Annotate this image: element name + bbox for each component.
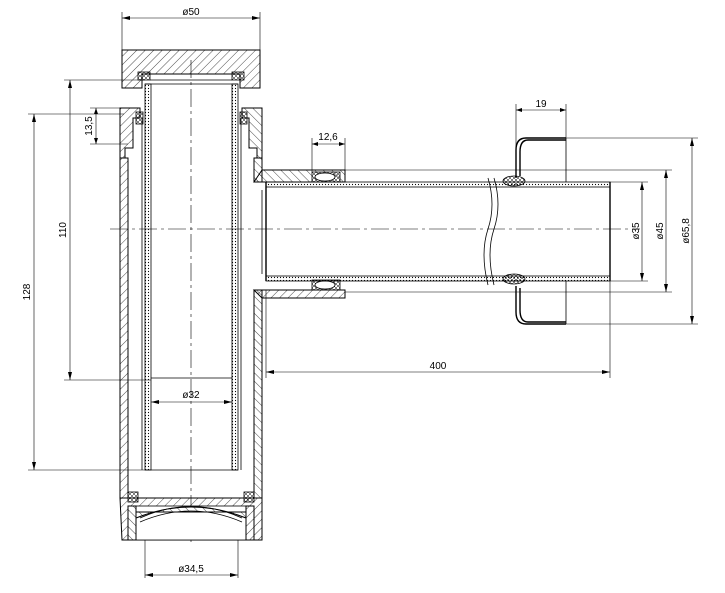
vertical-body: [119, 49, 263, 541]
dim-d65-8-label: ø65,8: [681, 218, 692, 244]
dim-400-label: 400: [430, 361, 447, 372]
dim-d32-label: ø32: [182, 390, 200, 401]
dim-19-label: 19: [535, 99, 547, 110]
dim-d50-label: ø50: [182, 7, 200, 18]
dim-110-label: 110: [58, 222, 69, 238]
center-lines: [110, 60, 640, 545]
dim-12-6-label: 12,6: [318, 132, 338, 143]
dim-13-5-label: 13,5: [84, 116, 95, 136]
dim-d34-5-label: ø34,5: [178, 564, 204, 575]
dim-d45-label: ø45: [655, 222, 666, 240]
dimension-geometry: [28, 12, 698, 578]
horizontal-outlet: [252, 137, 611, 325]
dim-128-label: 128: [22, 283, 33, 300]
dim-d35-label: ø35: [631, 222, 642, 240]
dimension-labels: ø50 128 110 13,5 ø32 ø34,5 12,6 19 400 ø…: [22, 7, 692, 575]
